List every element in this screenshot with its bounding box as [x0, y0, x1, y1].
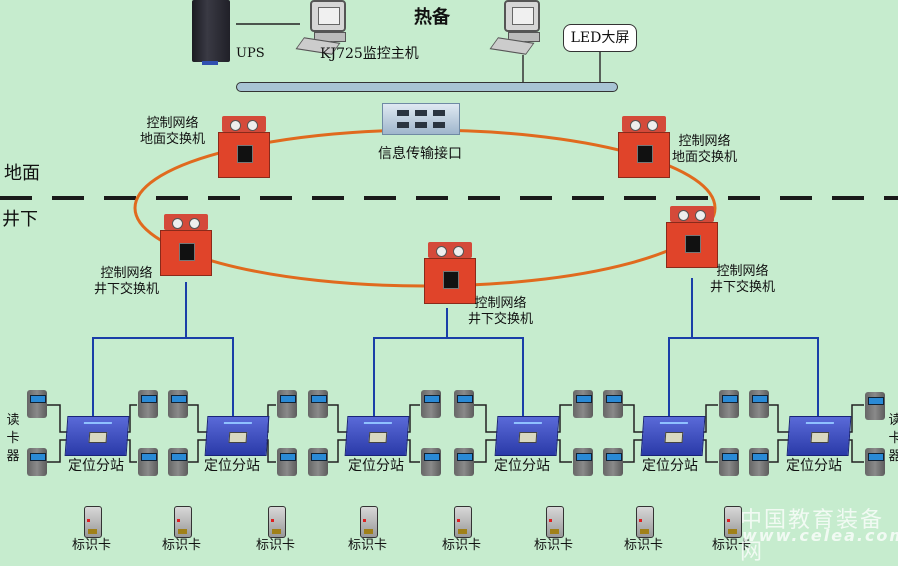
station-label: 定位分站 — [642, 458, 698, 474]
card-reader — [138, 448, 158, 476]
reader-label-right: 读卡器 — [888, 413, 898, 464]
card-reader — [27, 448, 47, 476]
station-label: 定位分站 — [494, 458, 550, 474]
id-card-tag — [268, 506, 286, 538]
card-reader — [421, 390, 441, 418]
id-card-tag — [724, 506, 742, 538]
blue-links — [92, 278, 819, 420]
tag-label: 标识卡 — [162, 538, 202, 553]
card-reader — [573, 390, 593, 418]
card-reader — [454, 390, 474, 418]
host-label: KJ725监控主机 — [320, 46, 419, 62]
card-reader — [603, 390, 623, 418]
underground-switch-right-label: 控制网络井下交换机 — [710, 264, 776, 295]
card-reader — [138, 390, 158, 418]
card-reader — [168, 390, 188, 418]
positioning-substation — [494, 416, 560, 456]
led-screen-box: LED大屏 — [563, 24, 637, 52]
positioning-substation — [786, 416, 852, 456]
station-label: 定位分站 — [68, 458, 124, 474]
positioning-substation — [640, 416, 706, 456]
positioning-substation — [204, 416, 270, 456]
card-reader — [277, 448, 297, 476]
underground-switch-right — [666, 206, 718, 268]
card-reader — [749, 390, 769, 418]
card-reader — [277, 390, 297, 418]
card-reader — [865, 392, 885, 420]
underground-switch-left — [160, 214, 212, 276]
station-label: 定位分站 — [348, 458, 404, 474]
id-card-tag — [636, 506, 654, 538]
ups-device — [192, 0, 230, 65]
card-reader — [719, 448, 739, 476]
tag-label: 标识卡 — [624, 538, 664, 553]
station-label: 定位分站 — [204, 458, 260, 474]
id-card-tag — [360, 506, 378, 538]
standby-computer-icon — [489, 0, 550, 56]
card-reader — [168, 448, 188, 476]
id-card-tag — [546, 506, 564, 538]
reader-label-left: 读卡器 — [6, 413, 20, 464]
hot-standby-title: 热备 — [414, 7, 450, 28]
surface-switch-left-label: 控制网络地面交换机 — [140, 116, 206, 147]
interface-label: 信息传输接口 — [378, 146, 462, 162]
id-card-tag — [174, 506, 192, 538]
card-reader — [454, 448, 474, 476]
ups-label: UPS — [236, 46, 265, 61]
ethernet-bus — [236, 82, 618, 92]
positioning-substation — [344, 416, 410, 456]
surface-switch-right — [618, 116, 670, 178]
card-reader — [573, 448, 593, 476]
underground-zone-label: 井下 — [2, 209, 38, 230]
watermark-url: www.celea.com — [742, 526, 898, 545]
underground-switch-mid — [424, 242, 476, 304]
station-label: 定位分站 — [786, 458, 842, 474]
monitor-host-computer-icon — [295, 0, 356, 56]
tag-label: 标识卡 — [348, 538, 388, 553]
tag-label: 标识卡 — [442, 538, 482, 553]
card-reader — [719, 390, 739, 418]
card-reader — [865, 448, 885, 476]
card-reader — [603, 448, 623, 476]
card-reader — [421, 448, 441, 476]
underground-switch-left-label: 控制网络井下交换机 — [94, 266, 160, 297]
surface-switch-right-label: 控制网络地面交换机 — [672, 134, 738, 165]
card-reader — [308, 390, 328, 418]
card-reader — [749, 448, 769, 476]
card-reader — [308, 448, 328, 476]
underground-switch-mid-label: 控制网络井下交换机 — [468, 296, 534, 327]
tag-label: 标识卡 — [72, 538, 112, 553]
tag-label: 标识卡 — [534, 538, 574, 553]
id-card-tag — [84, 506, 102, 538]
tag-label: 标识卡 — [256, 538, 296, 553]
surface-zone-label: 地面 — [4, 163, 40, 184]
info-transfer-interface-device — [382, 103, 460, 135]
card-reader — [27, 390, 47, 418]
positioning-substation — [64, 416, 130, 456]
surface-switch-left — [218, 116, 270, 178]
id-card-tag — [454, 506, 472, 538]
